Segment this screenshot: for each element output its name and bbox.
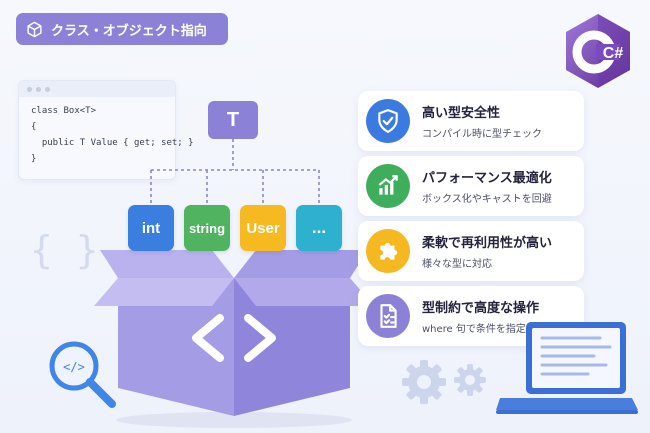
topic-badge: クラス・オブジェクト指向 xyxy=(16,13,228,45)
code-window: class Box<T>{ public T Value { get; set;… xyxy=(18,80,194,180)
code-line: } xyxy=(31,154,37,164)
feature-title: 高い型安全性 xyxy=(422,106,501,121)
type-tile-user: User xyxy=(240,205,286,251)
code-line: class Box<T> xyxy=(31,106,97,116)
type-tile-more: ... xyxy=(296,205,342,251)
feature-description: 様々な型に対応 xyxy=(422,259,492,270)
code-brackets-icon xyxy=(192,314,276,362)
code-window-titlebar xyxy=(19,81,175,97)
feature-title: 型制約で高度な操作 xyxy=(422,301,540,316)
feature-card-reusability: 柔軟で再利用性が高い 様々な型に対応 xyxy=(358,221,584,281)
topic-title: クラス・オブジェクト指向 xyxy=(51,23,207,39)
feature-title: 柔軟で再利用性が高い xyxy=(422,236,553,251)
code-snippet: class Box<T>{ public T Value { get; set;… xyxy=(19,97,194,167)
feature-card-performance: パフォーマンス最適化 ボックス化やキャストを回避 xyxy=(358,156,584,216)
shield-check-icon xyxy=(366,99,410,143)
feature-description: where 句で条件を指定 xyxy=(422,324,526,335)
puzzle-icon xyxy=(366,229,410,273)
checklist-doc-icon xyxy=(366,294,410,338)
laptop-icon xyxy=(496,322,638,414)
type-parameter-node: T xyxy=(208,101,258,139)
logo-text: C# xyxy=(603,45,624,62)
feature-description: コンパイル時に型チェック xyxy=(422,129,542,140)
type-tile-string: string xyxy=(184,205,230,251)
generic-box-illustration xyxy=(94,250,372,428)
cube-icon xyxy=(27,21,42,37)
magnifier-icon: </> xyxy=(49,341,116,408)
growth-chart-icon xyxy=(366,164,410,208)
feature-title: パフォーマンス最適化 xyxy=(422,171,552,186)
type-tile-int: int xyxy=(128,205,174,251)
code-line: { xyxy=(31,122,37,132)
feature-card-type-safety: 高い型安全性 コンパイル時に型チェック xyxy=(358,91,584,151)
gears-icon xyxy=(402,360,486,404)
feature-description: ボックス化やキャストを回避 xyxy=(422,194,552,205)
csharp-logo: C# xyxy=(566,14,630,88)
svg-text:</>: </> xyxy=(63,360,85,374)
braces-decoration-icon: { } xyxy=(30,228,99,272)
